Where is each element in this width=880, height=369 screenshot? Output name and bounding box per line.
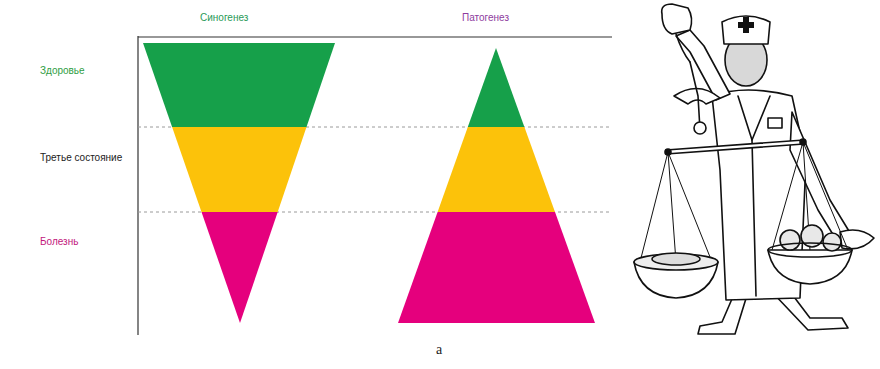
scale-pan bbox=[634, 254, 718, 270]
axes bbox=[138, 36, 612, 335]
pill bbox=[780, 230, 800, 250]
row-label: Болезнь bbox=[40, 236, 78, 248]
weight bbox=[652, 253, 700, 265]
row-label: Третье состояние bbox=[40, 152, 122, 164]
scale-pivot bbox=[694, 122, 706, 134]
collar bbox=[738, 96, 770, 140]
pocket bbox=[768, 118, 782, 128]
pill bbox=[823, 233, 841, 251]
doctor-illustration bbox=[634, 4, 874, 334]
axis-line bbox=[138, 36, 612, 37]
coat-seam bbox=[752, 140, 756, 296]
scale-pan bbox=[768, 243, 852, 257]
column-heading: Патогенез bbox=[462, 12, 509, 24]
column-heading: Синогенез bbox=[200, 12, 248, 24]
upright-triangle bbox=[398, 48, 595, 323]
scale-column bbox=[690, 62, 700, 130]
scale-beam bbox=[666, 140, 804, 154]
pan-string bbox=[640, 152, 712, 262]
axis-line bbox=[137, 36, 138, 335]
third-state-band bbox=[172, 127, 306, 212]
third-state-band bbox=[438, 127, 555, 212]
disease-band bbox=[202, 212, 278, 323]
fist bbox=[662, 4, 692, 34]
row-label: Здоровье bbox=[40, 65, 85, 77]
cap bbox=[722, 16, 770, 44]
scale-hook bbox=[676, 34, 690, 62]
inverted-triangle bbox=[143, 43, 335, 323]
pan-string bbox=[772, 142, 848, 250]
figure-caption: а bbox=[436, 342, 442, 358]
health-band bbox=[143, 43, 335, 127]
disease-band bbox=[398, 212, 595, 323]
health-band bbox=[468, 48, 525, 127]
red-cross-symbol bbox=[738, 17, 754, 33]
arm bbox=[790, 112, 852, 246]
